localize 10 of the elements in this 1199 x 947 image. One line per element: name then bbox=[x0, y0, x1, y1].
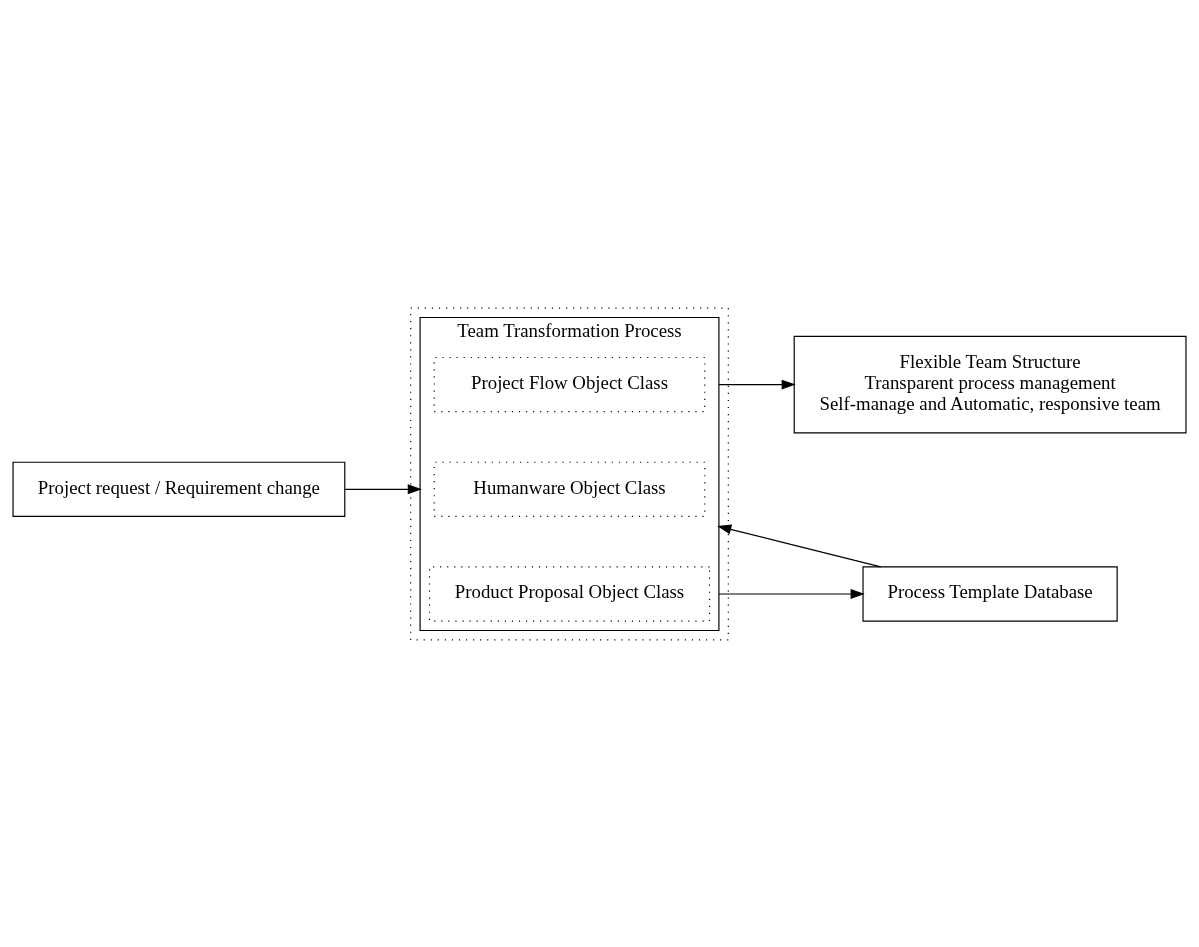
node-box: Product Proposal Object Class bbox=[428, 565, 711, 622]
arrow bbox=[344, 483, 422, 494]
arrow bbox=[717, 524, 882, 567]
node-box: Process Template Database bbox=[862, 565, 1118, 622]
arrow bbox=[718, 379, 796, 390]
node-box: Humanware Object Class bbox=[433, 461, 706, 517]
node-box: Project request / Requirement change bbox=[12, 461, 346, 517]
node-box: Project Flow Object Class bbox=[433, 356, 706, 412]
node-box: Flexible Team Structure Transparent process management Self-manage and Automatic, responsive team bbox=[793, 335, 1187, 433]
arrow bbox=[718, 588, 865, 599]
